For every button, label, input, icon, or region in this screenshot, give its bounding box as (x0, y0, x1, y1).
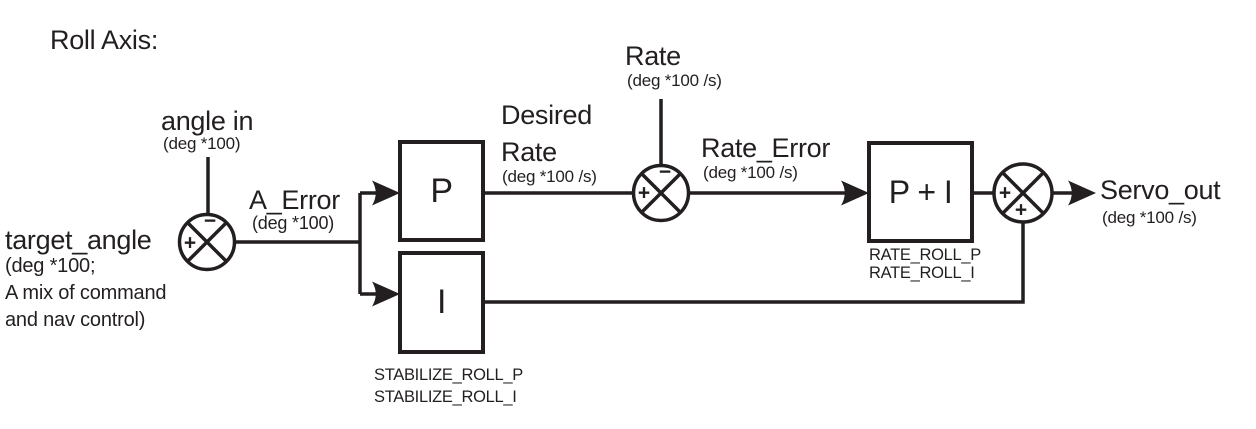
rate-error-unit: (deg *100 /s) (703, 163, 798, 182)
desired-rate-label-line1: Desired (501, 100, 592, 130)
target-angle-desc-line1: (deg *100; (5, 255, 96, 277)
arrowhead-into-i (372, 281, 400, 307)
rate-unit: (deg *100 /s) (627, 71, 722, 90)
rate-params: RATE_ROLL_P RATE_ROLL_I (869, 246, 981, 282)
target-angle-desc-line3: and nav control) (5, 309, 146, 331)
angle-in-unit: (deg *100) (163, 134, 241, 153)
stabilize-params: STABILIZE_ROLL_P STABILIZE_ROLL_I (374, 364, 523, 408)
pi-block-label: P + I (888, 173, 953, 210)
rate-label: Rate (625, 41, 681, 71)
p-block-label: P (430, 171, 453, 210)
target-angle-desc-line2: A mix of command (5, 282, 167, 304)
summing-junction-output-cross (1001, 171, 1045, 215)
arrowhead-into-pi (841, 180, 869, 206)
output-junction-plus-left: + (998, 181, 1012, 205)
wire-i-out (483, 222, 1025, 304)
summing-junction-rate-cross (640, 172, 682, 214)
desired-rate-unit: (deg *100 /s) (502, 167, 597, 186)
output-junction-plus-bottom: + (1014, 198, 1028, 222)
angle-junction-plus-sign: + (183, 231, 197, 255)
target-angle-label: target_angle (5, 225, 152, 255)
i-block-label: I (437, 283, 446, 321)
arrowhead-into-p (372, 180, 400, 206)
summing-junction-angle-cross (186, 221, 228, 263)
stabilize-param-p: STABILIZE_ROLL_P (374, 366, 523, 384)
servo-out-unit: (deg *100 /s) (1102, 208, 1197, 227)
angle-in-label: angle in (161, 106, 254, 136)
rate-junction-minus-sign: − (658, 160, 672, 184)
arrowhead-servo-out (1068, 180, 1096, 206)
p-block-box (398, 140, 485, 242)
rate-param-i: RATE_ROLL_I (869, 263, 975, 282)
a-error-unit: (deg *100) (252, 213, 335, 233)
stabilize-param-i: STABILIZE_ROLL_I (374, 388, 517, 406)
rate-param-p: RATE_ROLL_P (869, 246, 981, 264)
angle-junction-minus-sign: − (203, 209, 217, 233)
diagram-title: Roll Axis: (50, 25, 159, 55)
target-angle-desc: (deg *100; A mix of command and nav cont… (5, 253, 167, 334)
servo-out-label: Servo_out (1100, 175, 1221, 205)
rate-error-label: Rate_Error (701, 133, 831, 163)
a-error-label: A_Error (249, 185, 340, 215)
desired-rate-label-line2: Rate (501, 137, 557, 167)
rate-junction-plus-sign: + (637, 181, 651, 205)
